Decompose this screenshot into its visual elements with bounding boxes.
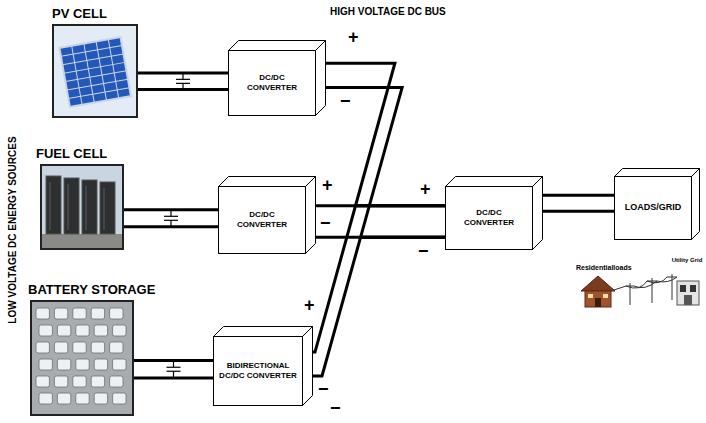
wire bbox=[533, 194, 614, 197]
box-front-face bbox=[214, 337, 303, 406]
capacitor-symbol bbox=[164, 210, 178, 227]
converter-box: LOADS/GRID bbox=[614, 176, 692, 240]
box-top-face bbox=[229, 41, 326, 51]
box-front-face bbox=[229, 51, 316, 116]
converter-box: DC/DC CONVERTER bbox=[228, 50, 316, 116]
polarity-sign: − bbox=[318, 380, 329, 398]
source-photo bbox=[42, 166, 122, 248]
source-photo-frame bbox=[30, 300, 134, 416]
polarity-sign: − bbox=[340, 92, 351, 110]
source-heading: BATTERY STORAGE bbox=[28, 282, 155, 298]
wire-pair bbox=[306, 206, 445, 237]
wire-pair bbox=[124, 210, 218, 227]
wire-pair bbox=[138, 73, 228, 90]
box-side-face bbox=[303, 327, 313, 406]
energy-source: PV CELL bbox=[52, 6, 138, 118]
polarity-sign: − bbox=[330, 399, 341, 417]
box-side-face bbox=[692, 169, 700, 240]
polarity-sign: + bbox=[348, 28, 359, 46]
wire-pair bbox=[134, 361, 213, 379]
polarity-sign: + bbox=[322, 176, 333, 194]
source-photo-frame bbox=[40, 164, 124, 250]
box-front-face bbox=[219, 187, 306, 254]
box-top-face bbox=[615, 169, 700, 177]
capacitor-symbol bbox=[167, 361, 181, 379]
polarity-sign: − bbox=[320, 214, 331, 232]
wire-pair bbox=[316, 63, 445, 237]
box-side-face bbox=[306, 177, 316, 254]
box-side-face bbox=[316, 41, 326, 116]
capacitor-symbol bbox=[176, 73, 190, 90]
wire bbox=[303, 237, 445, 376]
source-photo-frame bbox=[52, 24, 138, 118]
utility-grid-icon bbox=[677, 281, 699, 305]
box-front-face bbox=[615, 177, 692, 240]
converter-box: DC/DC CONVERTER bbox=[445, 186, 533, 250]
wire-pair bbox=[303, 206, 445, 376]
polarity-sign: − bbox=[418, 242, 429, 260]
energy-source: FUEL CELL bbox=[36, 146, 124, 250]
annotation-label: Utility Grid bbox=[671, 257, 703, 264]
source-heading: FUEL CELL bbox=[36, 146, 124, 162]
wire bbox=[533, 210, 614, 213]
annotation-label: Residentialloads bbox=[576, 264, 632, 272]
polarity-sign: + bbox=[304, 296, 315, 314]
converter-label: DC/DC CONVERTER bbox=[218, 210, 306, 230]
box-top-face bbox=[446, 177, 543, 187]
source-photo bbox=[54, 26, 136, 116]
annotation-label: HIGH VOLTAGE DC BUS bbox=[330, 6, 446, 18]
box-side-face bbox=[533, 177, 543, 250]
house-icon bbox=[581, 276, 615, 307]
power-line-icon bbox=[614, 274, 677, 305]
box-front-face bbox=[446, 187, 533, 250]
converter-box: BIDIRECTIONAL DC/DC CONVERTER bbox=[213, 336, 303, 406]
box-top-face bbox=[219, 177, 316, 187]
converter-label: DC/DC CONVERTER bbox=[228, 73, 316, 93]
converter-label: DC/DC CONVERTER bbox=[445, 208, 533, 228]
converter-box: DC/DC CONVERTER bbox=[218, 186, 306, 254]
box-top-face bbox=[214, 327, 313, 337]
wire bbox=[303, 206, 445, 352]
annotation-label: LOW VOLTAGE DC ENERGY SOURCES bbox=[7, 136, 19, 323]
converter-label: LOADS/GRID bbox=[614, 202, 692, 213]
source-heading: PV CELL bbox=[52, 6, 138, 22]
wire-pair bbox=[533, 195, 614, 211]
converter-label: BIDIRECTIONAL DC/DC CONVERTER bbox=[213, 361, 303, 381]
wire bbox=[316, 88, 445, 238]
source-photo bbox=[32, 302, 132, 414]
wire bbox=[316, 63, 445, 206]
energy-source: BATTERY STORAGE bbox=[28, 282, 155, 416]
polarity-sign: + bbox=[420, 180, 431, 198]
